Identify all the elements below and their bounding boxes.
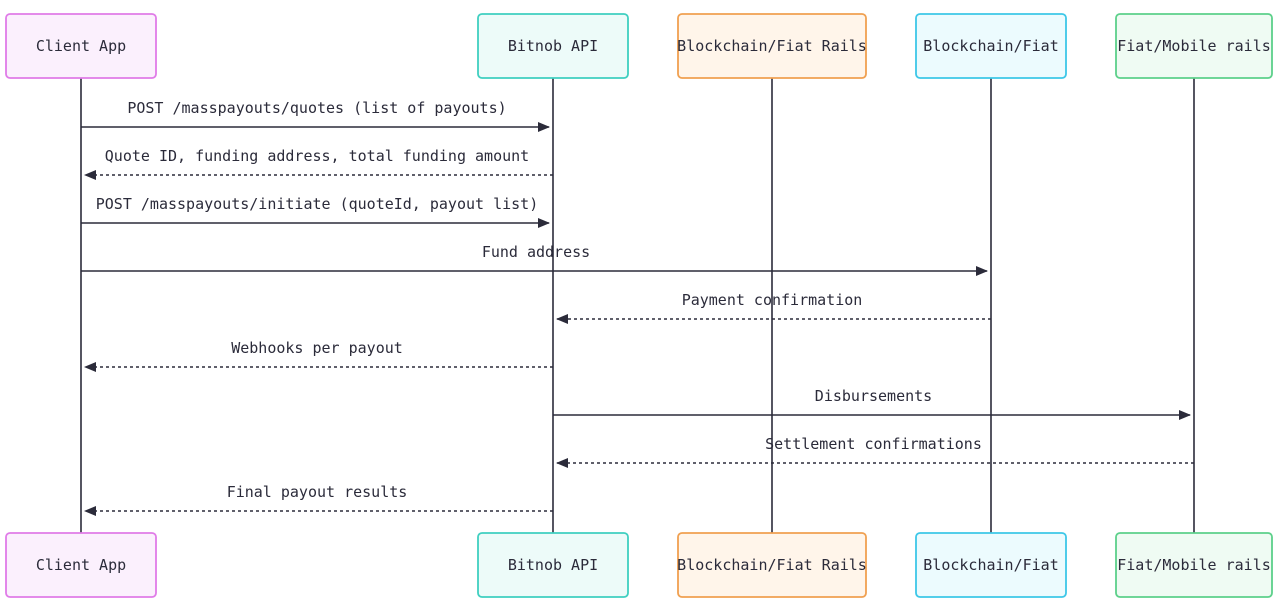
actor-box xyxy=(1115,532,1273,598)
message-label: Settlement confirmations xyxy=(765,435,982,453)
actor-api-bottom: Bitnob API xyxy=(477,532,629,598)
actor-box xyxy=(677,13,867,79)
actor-rails-top: Blockchain/Fiat Rails xyxy=(677,13,867,79)
actor-api-top: Bitnob API xyxy=(477,13,629,79)
actor-client-top: Client App xyxy=(5,13,157,79)
actor-client-bottom: Client App xyxy=(5,532,157,598)
actor-chain-top: Blockchain/Fiat xyxy=(915,13,1067,79)
message-payment-confirmation: Payment confirmation xyxy=(556,291,991,324)
message-fund-address: Fund address xyxy=(81,243,988,276)
message-settlement-confirmations: Settlement confirmations xyxy=(556,435,1194,468)
message-label: POST /masspayouts/initiate (quoteId, pay… xyxy=(96,195,539,213)
message-label: Fund address xyxy=(482,243,590,261)
messages: POST /masspayouts/quotes (list of payout… xyxy=(81,99,1194,516)
actors-top: Client App Bitnob API Blockchain/Fiat Rail… xyxy=(5,13,1273,79)
actor-label: Fiat/Mobile rails xyxy=(1117,37,1271,55)
actor-box xyxy=(915,532,1067,598)
actor-label: Bitnob API xyxy=(508,37,598,55)
actor-label: Bitnob API xyxy=(508,556,598,574)
actor-chain-bottom: Blockchain/Fiat xyxy=(915,532,1067,598)
actor-rails-bottom: Blockchain/Fiat Rails xyxy=(677,532,867,598)
actor-box xyxy=(5,532,157,598)
message-label: Payment confirmation xyxy=(682,291,863,309)
message-label: Final payout results xyxy=(227,483,408,501)
actor-box xyxy=(477,13,629,79)
message-disbursements: Disbursements xyxy=(553,387,1191,420)
message-post-masspayouts-initiate-quoteid-payout-list: POST /masspayouts/initiate (quoteId, pay… xyxy=(81,195,550,228)
lifelines xyxy=(80,78,1195,533)
actors-bottom: Client App Bitnob API Blockchain/Fiat Rail… xyxy=(5,532,1273,598)
message-quote-id-funding-address-total-funding-amount: Quote ID, funding address, total funding… xyxy=(84,147,553,180)
actor-label: Blockchain/Fiat xyxy=(923,556,1058,574)
actor-mobile-bottom: Fiat/Mobile rails xyxy=(1115,532,1273,598)
message-label: Webhooks per payout xyxy=(231,339,403,357)
actor-label: Fiat/Mobile rails xyxy=(1117,556,1271,574)
message-label: Disbursements xyxy=(815,387,932,405)
actor-label: Client App xyxy=(36,556,126,574)
actor-box xyxy=(915,13,1067,79)
actor-box xyxy=(677,532,867,598)
message-label: Quote ID, funding address, total funding… xyxy=(105,147,529,165)
actor-label: Blockchain/Fiat xyxy=(923,37,1058,55)
actor-box xyxy=(5,13,157,79)
actor-mobile-top: Fiat/Mobile rails xyxy=(1115,13,1273,79)
message-final-payout-results: Final payout results xyxy=(84,483,553,516)
actor-box xyxy=(1115,13,1273,79)
message-label: POST /masspayouts/quotes (list of payout… xyxy=(127,99,506,117)
message-webhooks-per-payout: Webhooks per payout xyxy=(84,339,553,372)
message-post-masspayouts-quotes-list-of-payouts: POST /masspayouts/quotes (list of payout… xyxy=(81,99,550,132)
actor-label: Blockchain/Fiat Rails xyxy=(677,556,867,574)
actor-box xyxy=(477,532,629,598)
actor-label: Blockchain/Fiat Rails xyxy=(677,37,867,55)
actor-label: Client App xyxy=(36,37,126,55)
